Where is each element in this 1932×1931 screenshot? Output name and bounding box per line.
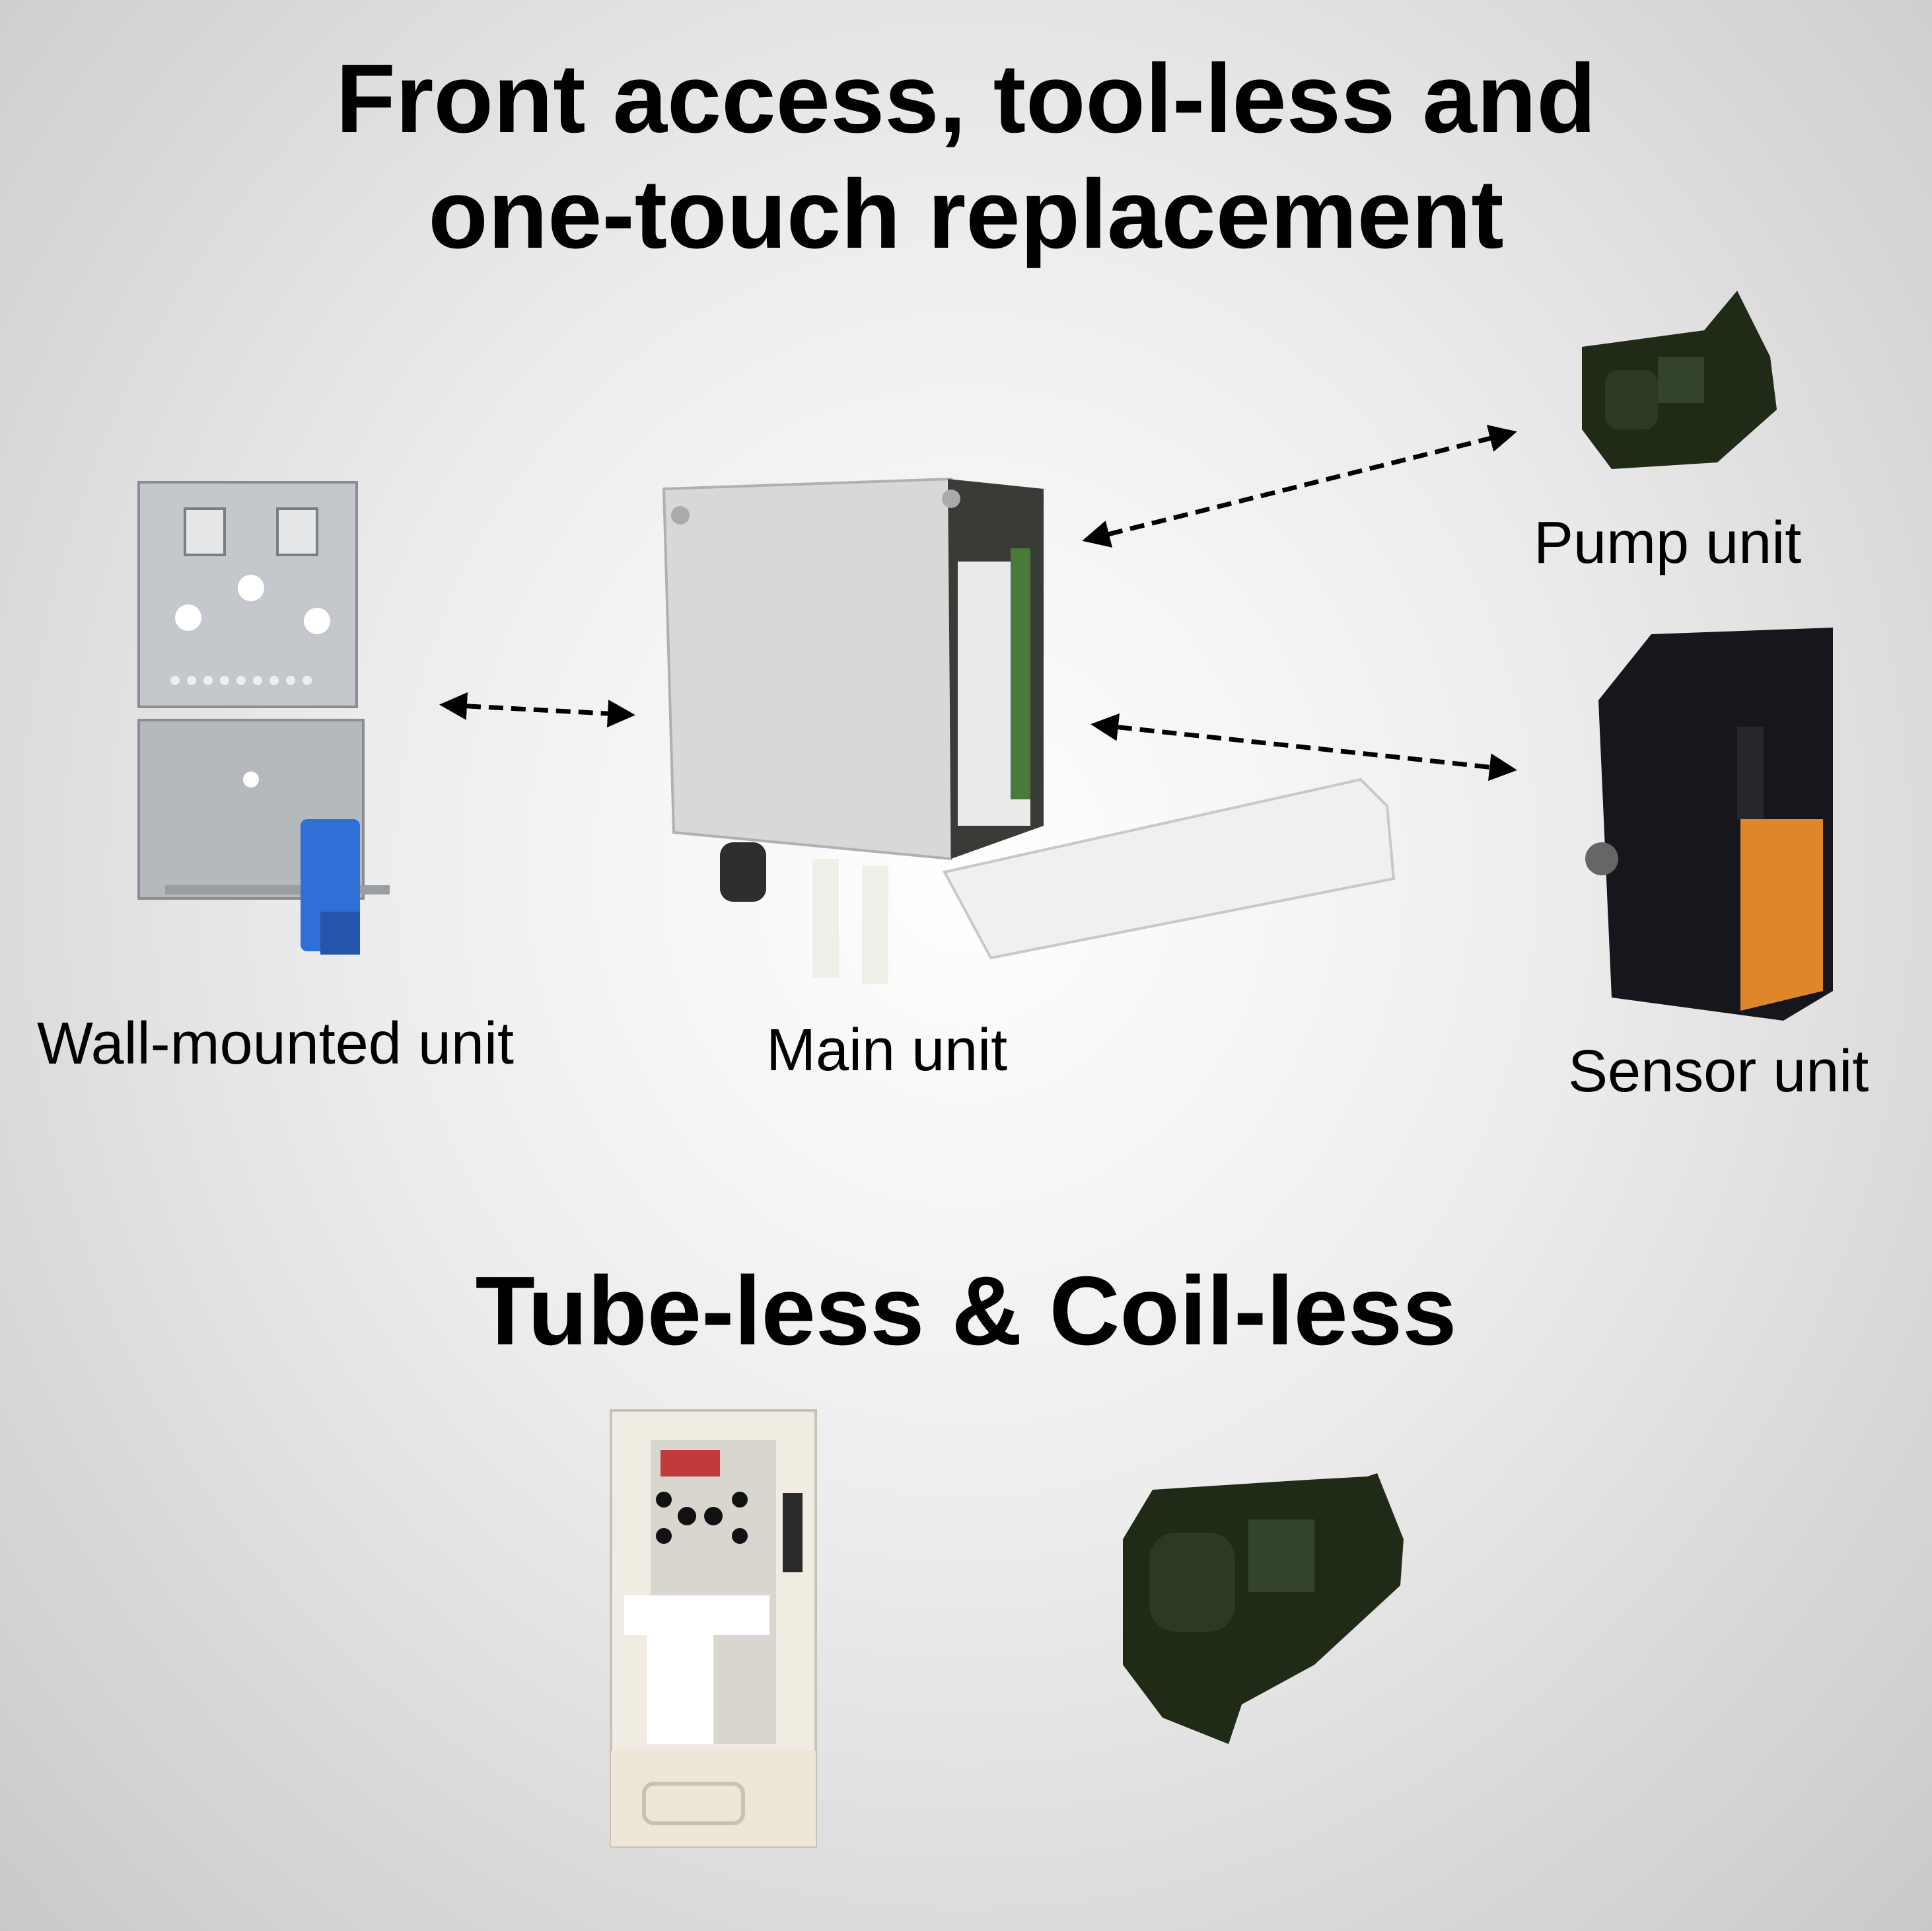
main-unit-open-image	[610, 1409, 817, 1848]
sensor-unit-image	[1585, 628, 1833, 1021]
section-title-tubeless: Tube-less & Coil-less	[475, 1257, 1457, 1366]
arrow-wall-main	[439, 692, 635, 728]
wall-mounted-unit-image	[137, 481, 390, 955]
pump-unit-label: Pump unit	[1534, 510, 1802, 576]
main-unit-label: Main unit	[766, 1017, 1008, 1083]
pump-unit-large-image	[1123, 1473, 1404, 1744]
sensor-unit-label: Sensor unit	[1568, 1038, 1869, 1105]
wall-mounted-unit-label: Wall-mounted unit	[37, 1011, 514, 1077]
title-line-2: one-touch replacement	[428, 160, 1504, 269]
arrow-main-pump	[1082, 425, 1517, 548]
arrow-main-sensor	[1091, 713, 1517, 782]
pump-unit-image	[1582, 291, 1777, 469]
title-line-1: Front access, tool-less and	[336, 44, 1596, 153]
main-unit-image	[662, 477, 1396, 984]
